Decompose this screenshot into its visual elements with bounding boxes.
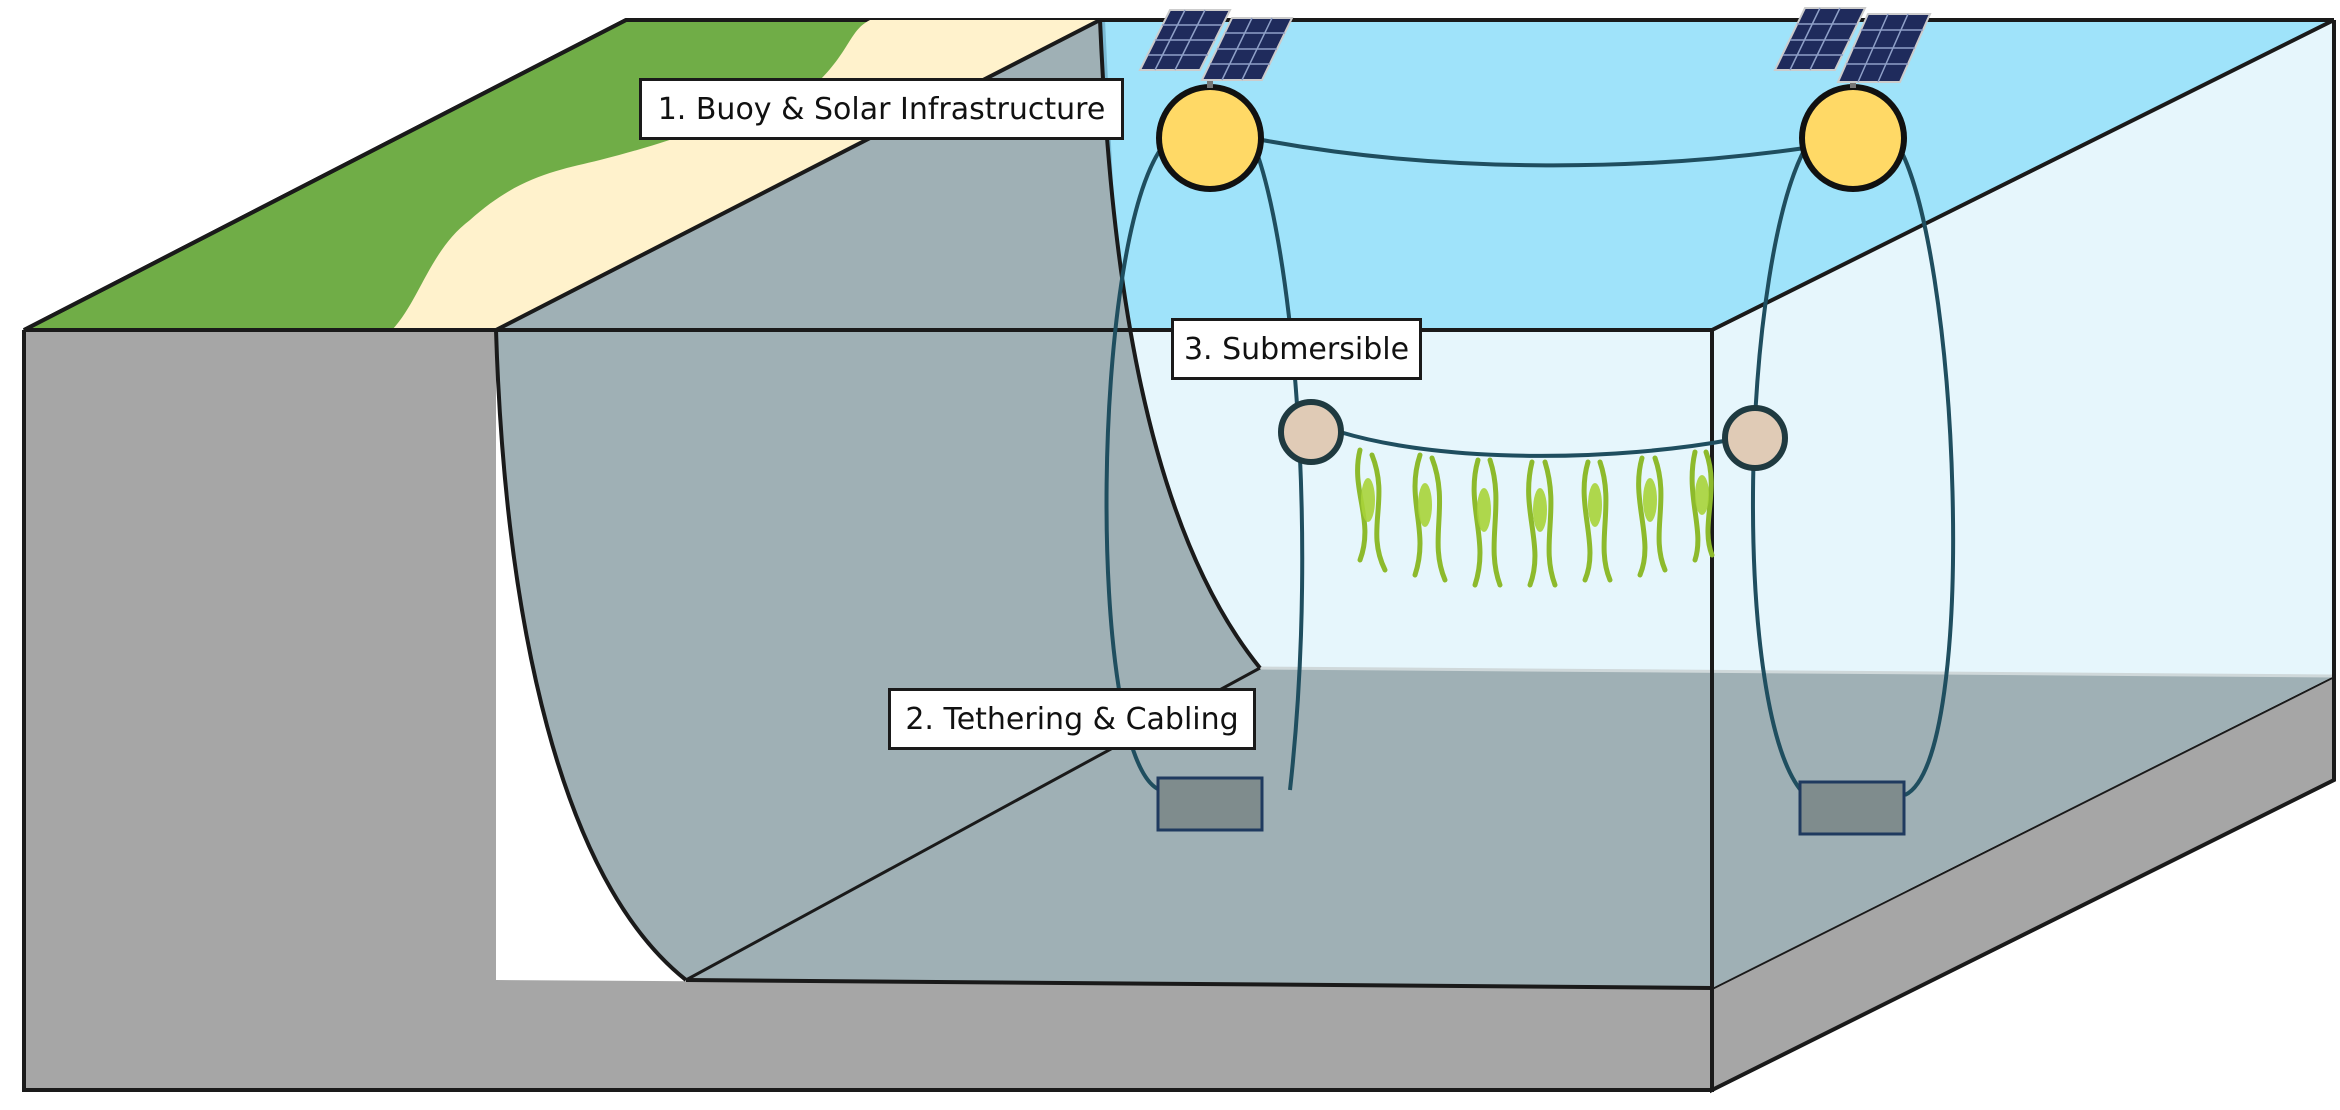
label-submersible: 3. Submersible: [1171, 318, 1422, 380]
solar-panel-icon: [1773, 7, 1932, 88]
anchor-block-icon: [1156, 776, 1264, 832]
seabed-front: [24, 330, 496, 1090]
slope-curve-front: [494, 329, 688, 982]
buoy-icon: [1156, 84, 1264, 192]
kelp-leaves: [1361, 475, 1709, 532]
box-shore-top: [495, 18, 1101, 332]
seabed-bottom-front: [496, 980, 1712, 1090]
land-edge: [23, 18, 627, 332]
water-floor-front: [685, 978, 1713, 990]
box-top-right: [1711, 18, 2335, 332]
submersible-float-icon: [1722, 405, 1788, 471]
anchor-block-icon: [1798, 780, 1906, 836]
label-buoy-solar: 1. Buoy & Solar Infrastructure: [639, 78, 1124, 140]
label-tethering-cabling: 2. Tethering & Cabling: [888, 688, 1256, 750]
solar-panel-icon: [1138, 9, 1294, 88]
seabed-floor-edge: [1259, 666, 2335, 678]
submersible-float-icon: [1278, 399, 1344, 465]
buoy-icon: [1799, 84, 1907, 192]
